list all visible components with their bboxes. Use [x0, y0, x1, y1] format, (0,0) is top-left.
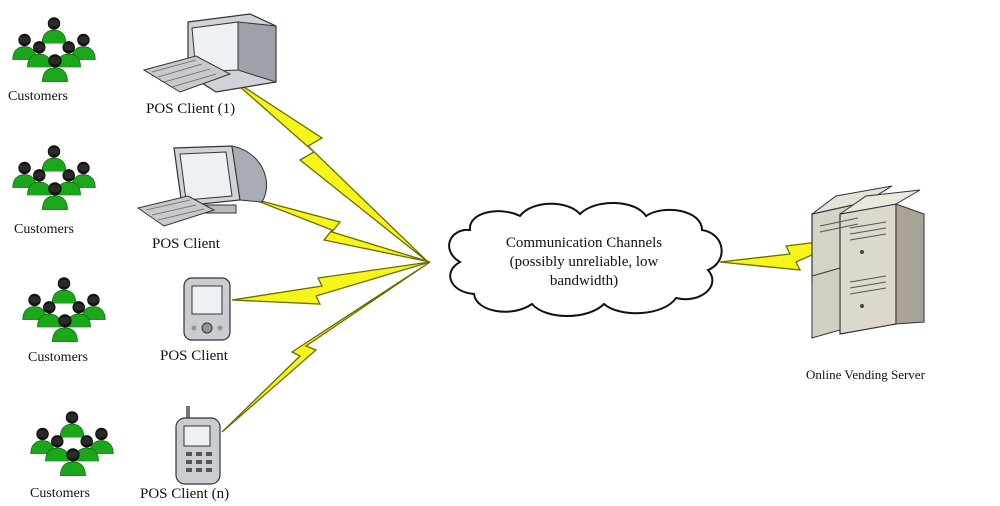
pos-client-label-2: POS Client [152, 236, 220, 252]
link-2 [249, 197, 431, 263]
link-4 [221, 261, 431, 433]
customers-crowd-1 [13, 17, 95, 82]
communication-cloud [448, 202, 723, 317]
cloud-line-2: (possibly unreliable, low [509, 254, 659, 270]
crt-monitor-icon [136, 145, 267, 227]
pos-client-label-4: POS Client (n) [140, 486, 230, 502]
customers-label-1: Customers [8, 89, 68, 104]
link-3 [231, 261, 431, 305]
cloud-line-3: bandwidth) [549, 273, 619, 289]
cloud-line-1: Communication Channels [505, 235, 663, 251]
pos-client-label-3: POS Client [160, 348, 228, 364]
server-label: Online Vending Server [806, 367, 925, 382]
customers-label-4: Customers [30, 486, 90, 501]
pos-client-label-1: POS Client (1) [146, 101, 236, 117]
desktop-monitor-icon [142, 13, 277, 93]
customers-crowd-4 [31, 411, 113, 476]
server-rack-icon [811, 185, 925, 339]
customers-label-2: Customers [14, 222, 74, 237]
cloud-label: Communication Channels (possibly unrelia… [452, 234, 716, 291]
customers-crowd-2 [13, 145, 95, 210]
customers-label-3: Customers [28, 350, 88, 365]
pda-icon [183, 277, 231, 341]
customers-crowd-3 [23, 277, 105, 342]
cell-phone-icon [175, 406, 221, 485]
